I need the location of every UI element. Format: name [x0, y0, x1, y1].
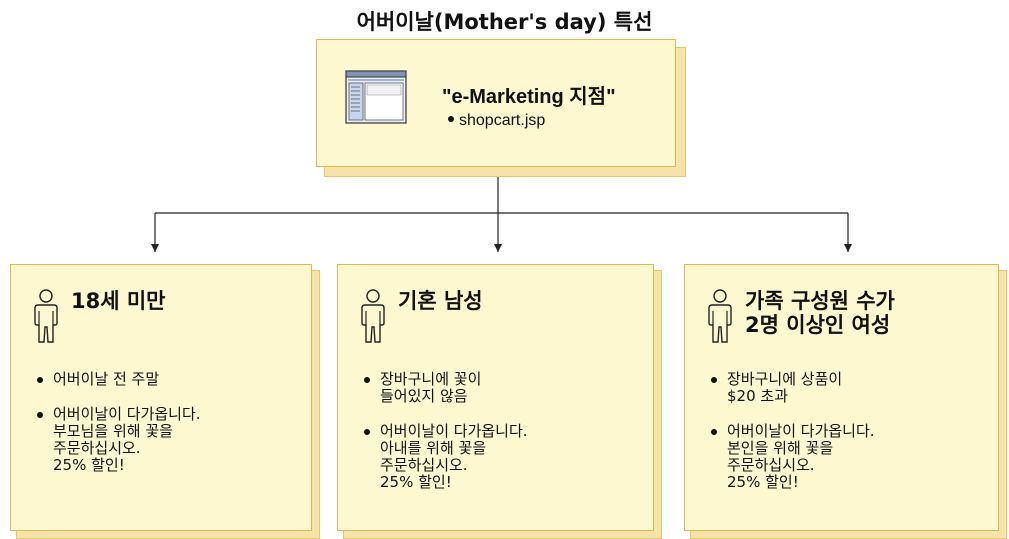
segment-bullet: 어버이날이 다가옵니다. 본인을 위해 꽃을 주문하십시오. 25% 할인! [709, 423, 875, 491]
browser-window-icon [345, 70, 407, 124]
person-icon [361, 289, 385, 343]
segment-title-line: 가족 구성원 수가 [745, 289, 895, 313]
segment-bullet: 어버이날이 다가옵니다. 부모님을 위해 꽃을 주문하십시오. 25% 할인! [35, 406, 201, 474]
store-name: "e-Marketing 지점" [442, 86, 616, 108]
segment-bullet: 장바구니에 꽃이 들어있지 않음 [362, 371, 528, 405]
segment-title-line: 2명 이상인 여성 [745, 313, 891, 337]
segment-title: 기혼 남성 [398, 289, 483, 313]
segment-title-line: 기혼 남성 [398, 289, 483, 313]
person-icon [708, 289, 732, 343]
person-icon [34, 289, 58, 343]
diagram-title: 어버이날(Mother's day) 특선 [356, 10, 653, 34]
segment-bullet: 장바구니에 상품이 $20 초과 [709, 371, 875, 405]
segment-title-line: 18세 미만 [71, 289, 166, 313]
segment-bullet: 어버이날이 다가옵니다. 아내를 위해 꽃을 주문하십시오. 25% 할인! [362, 423, 528, 491]
segment-title: 18세 미만 [71, 289, 166, 313]
segment-bullet: 어버이날 전 주말 [35, 371, 201, 388]
store-page: shopcart.jsp [448, 112, 545, 130]
